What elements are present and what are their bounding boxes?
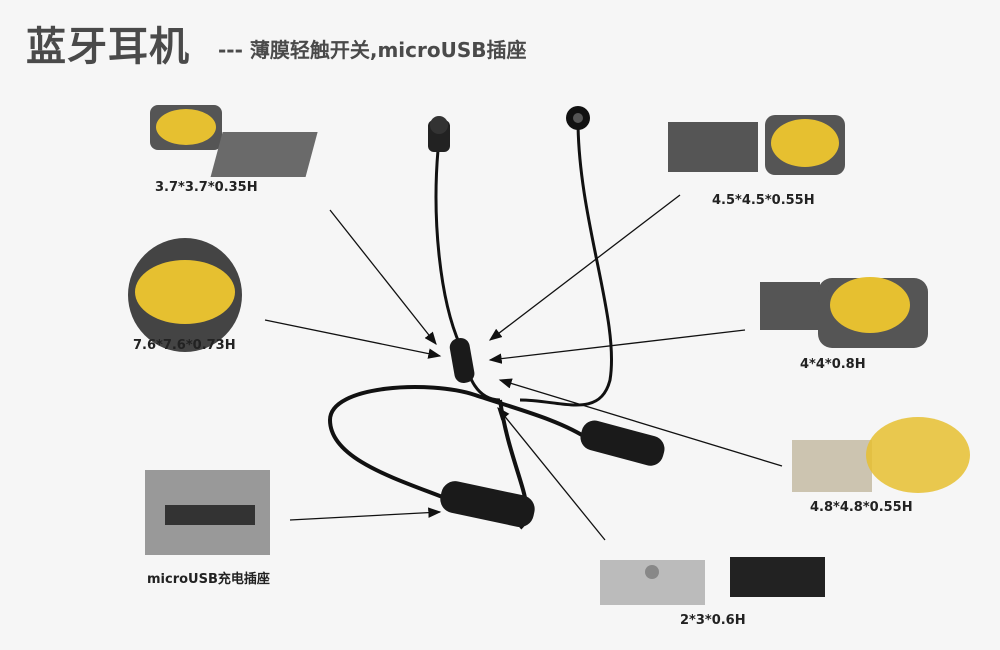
label-switch-76: 7.6*7.6*0.73H (133, 338, 236, 353)
earbud-left (428, 116, 450, 152)
battery-pod-left (440, 481, 535, 528)
arrows (264, 194, 783, 541)
page-subtitle: --- 薄膜轻触开关,microUSB插座 (218, 38, 527, 62)
battery-pod-right (580, 420, 665, 466)
microusb-image (145, 470, 270, 555)
switch-37-image (150, 105, 318, 177)
label-microusb: microUSB充电插座 (147, 572, 270, 587)
page-title: 蓝牙耳机 (26, 24, 190, 70)
label-switch-48: 4.8*4.8*0.55H (810, 500, 913, 515)
label-switch-23: 2*3*0.6H (680, 613, 746, 628)
switch-23-image (600, 557, 825, 605)
switch-48-image (792, 417, 970, 493)
label-switch-4: 4*4*0.8H (800, 357, 866, 372)
label-switch-37: 3.7*3.7*0.35H (155, 180, 258, 195)
control-pod (449, 338, 475, 383)
switch-4-image (760, 277, 928, 348)
earbud-right (566, 106, 590, 130)
switch-76-image (128, 238, 242, 352)
label-switch-45: 4.5*4.5*0.55H (712, 193, 815, 208)
bluetooth-earphone (328, 119, 663, 530)
switch-45-image (668, 115, 845, 175)
